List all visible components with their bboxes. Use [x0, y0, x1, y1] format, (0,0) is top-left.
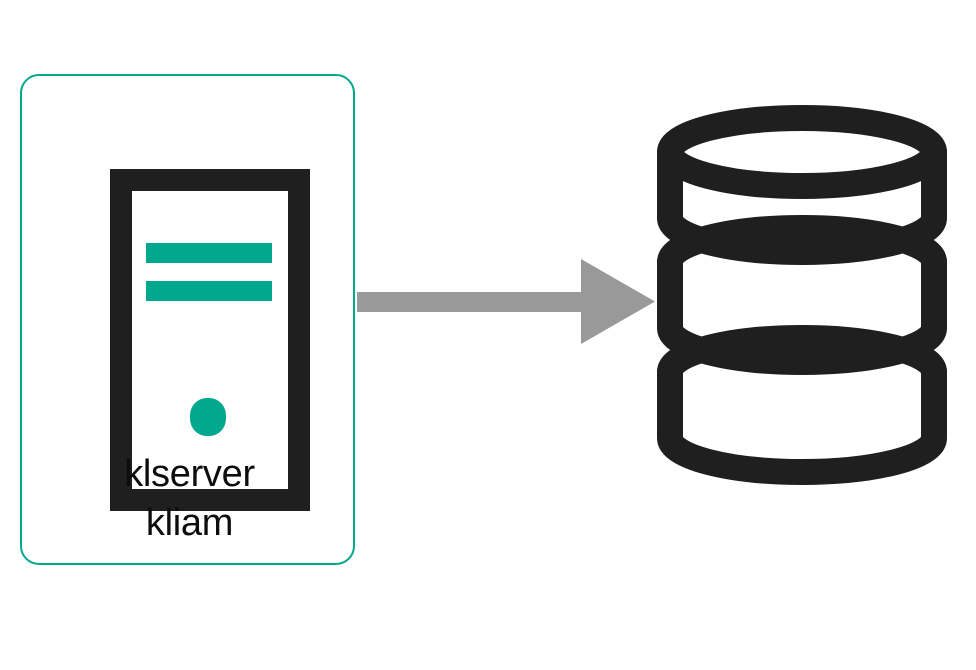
server-node-label: klserver kliam [24, 450, 355, 548]
database-disc-1-side [657, 139, 947, 265]
server-tower-icon [110, 169, 310, 511]
database-disc-2-top [657, 215, 947, 275]
server-slot-bar-1 [146, 243, 272, 263]
database-disc-2-side [657, 249, 947, 375]
database-disc-3-top [657, 325, 947, 385]
server-node-card[interactable]: klserver kliam [20, 74, 355, 565]
server-node-label-line-2: kliam [145, 502, 234, 544]
server-power-led-icon [190, 398, 226, 436]
database-disc-3-side [657, 359, 947, 485]
database-disc-1-top [657, 105, 947, 199]
server-slot-bar-2 [146, 281, 272, 301]
database-body [657, 105, 947, 485]
server-node-label-line-1: klserver [124, 453, 255, 495]
arrow-shape [357, 259, 655, 344]
